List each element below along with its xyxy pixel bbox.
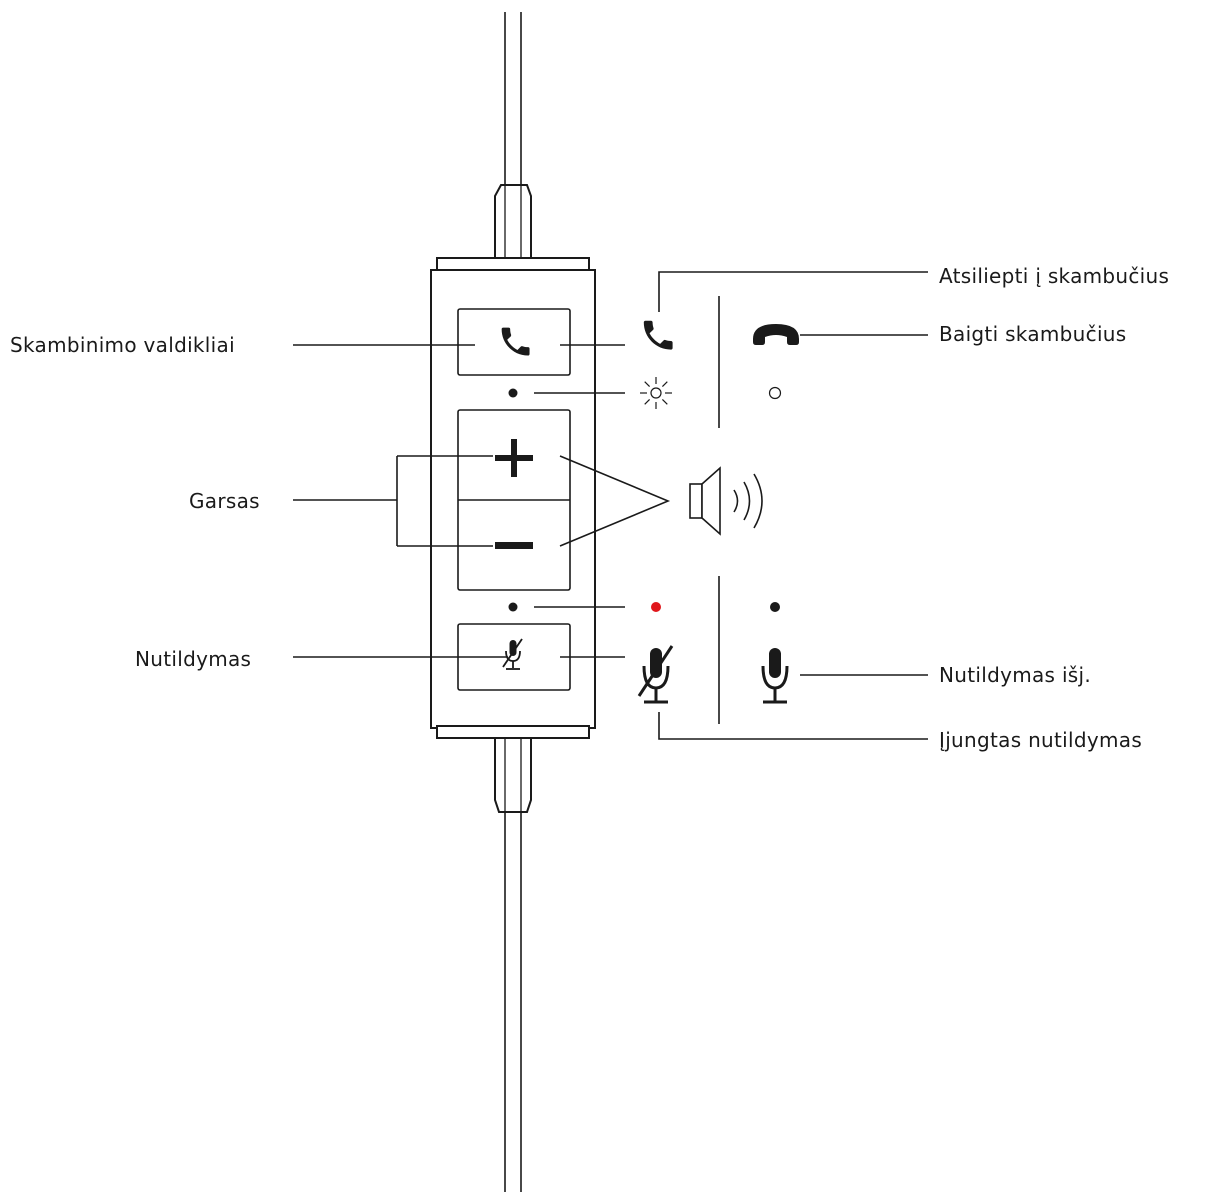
mute-led-red (651, 602, 661, 612)
label-end-calls: Baigti skambučius (939, 322, 1127, 346)
mic-muted-icon (502, 638, 523, 670)
leader-mute-on (658, 712, 928, 740)
hang-up-icon (753, 324, 799, 345)
muted-mic-icon (637, 645, 674, 704)
led-off-icon (768, 386, 782, 400)
speaker-icon (689, 466, 763, 536)
mute-led-dark (770, 602, 780, 612)
call-led (508, 388, 518, 398)
label-call-controls: Skambinimo valdikliai (10, 333, 235, 357)
connector-volume (559, 455, 671, 547)
label-mute-off: Nutildymas išj. (939, 663, 1092, 687)
label-volume: Garsas (189, 489, 260, 513)
label-mute: Nutildymas (135, 647, 252, 671)
plus-icon[interactable] (495, 439, 533, 477)
lower-cable (494, 737, 532, 1192)
mute-led (508, 602, 518, 612)
mic-icon (761, 648, 789, 704)
leader-volume (293, 455, 493, 547)
phone-icon (501, 327, 530, 356)
led-blinking-icon (640, 377, 672, 409)
leader-answer-calls (658, 271, 928, 312)
label-mute-on: Įjungtas nutildymas (939, 728, 1143, 752)
minus-icon[interactable] (495, 542, 533, 549)
call-button[interactable] (457, 308, 571, 376)
answer-phone-icon (643, 320, 673, 350)
label-answer-calls: Atsiliepti į skambučius (939, 264, 1170, 288)
upper-cable (494, 12, 532, 259)
